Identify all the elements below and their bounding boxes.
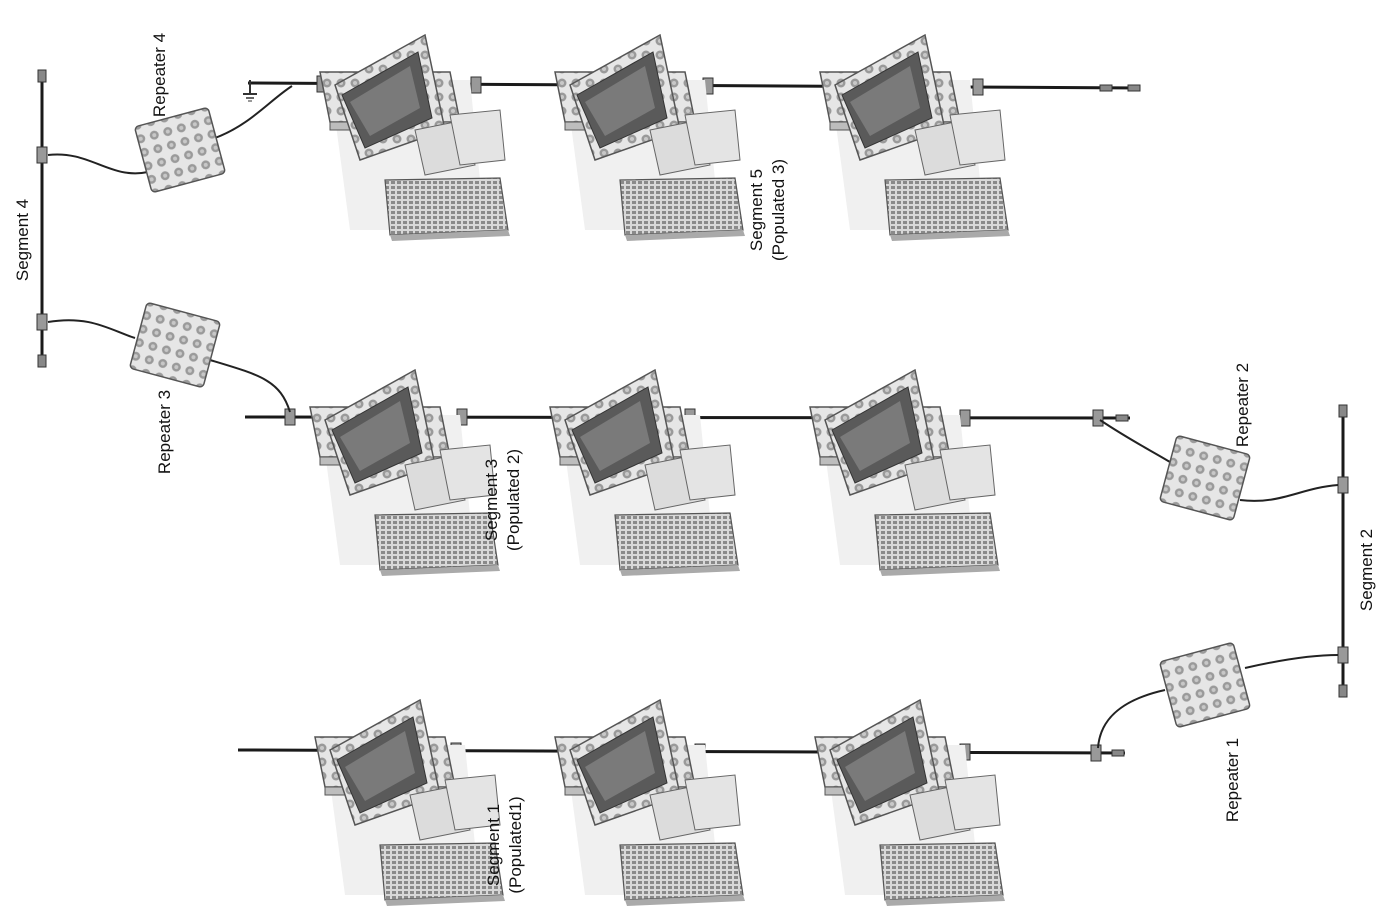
repeater-1: [1097, 641, 1339, 749]
repeater-2-label: Repeater 2: [1233, 363, 1252, 447]
segment-1-sublabel: (Populated1): [506, 796, 525, 893]
workstation-seg3-2: [549, 369, 741, 577]
workstation-seg1-1: [314, 699, 506, 907]
workstation-seg3-1: [309, 369, 501, 577]
segment-2-cable: [1337, 404, 1349, 698]
workstation-seg5-3: [819, 34, 1011, 242]
segment-3-sublabel: (Populated 2): [504, 449, 523, 551]
workstation-seg1-2: [554, 699, 746, 907]
segment-4-label: Segment 4: [13, 199, 32, 281]
segment-1-label: Segment 1: [484, 804, 503, 886]
workstation-seg5-1: [319, 34, 511, 242]
segment-4-cable: [36, 69, 48, 368]
segment-5-sublabel: (Populated 3): [769, 159, 788, 261]
repeater-4: [47, 85, 293, 194]
segment-2-label: Segment 2: [1357, 529, 1376, 611]
repeater-3: [47, 301, 291, 413]
segment-3-label: Segment 3: [482, 459, 501, 541]
workstation-seg5-2: [554, 34, 746, 242]
repeater-2: [1099, 419, 1339, 522]
workstation-seg1-3: [814, 699, 1006, 907]
workstation-seg3-3: [809, 369, 1001, 577]
segment-5-label: Segment 5: [747, 169, 766, 251]
repeater-4-label: Repeater 4: [150, 33, 169, 117]
repeater-3-label: Repeater 3: [155, 390, 174, 474]
repeater-1-label: Repeater 1: [1223, 738, 1242, 822]
